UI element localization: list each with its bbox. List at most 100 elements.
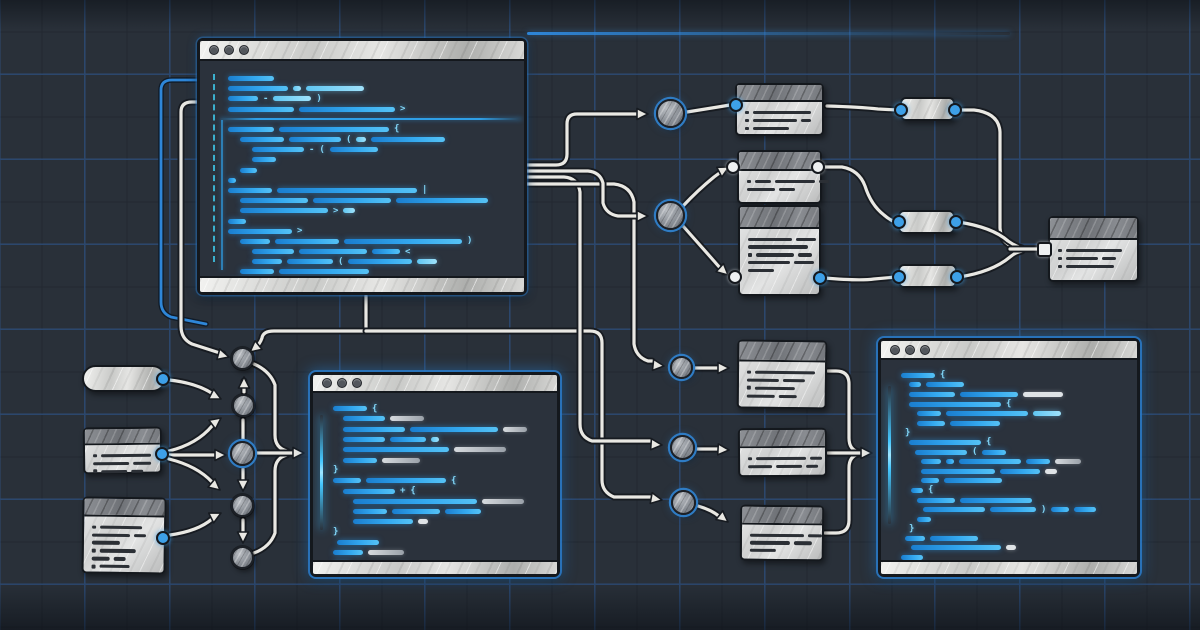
- code-bar: [240, 167, 257, 173]
- window-control-dot: [337, 378, 347, 388]
- code-glyph: ): [467, 236, 473, 247]
- code-bar: [228, 106, 294, 112]
- code-bar: [959, 459, 1021, 465]
- card-header: [740, 207, 819, 229]
- card-rows: [85, 445, 160, 476]
- circle-node-texture: [233, 349, 252, 368]
- card-text-dash: [752, 110, 811, 114]
- connection-port: [949, 215, 963, 229]
- separator-line: [220, 118, 522, 121]
- code-glyph: (: [319, 144, 325, 155]
- card-text-dash: [774, 179, 815, 183]
- connector-wire: [250, 451, 291, 557]
- code-block: {}{+{}: [313, 396, 557, 560]
- code-bar: [396, 198, 488, 204]
- card-row: [91, 541, 156, 545]
- code-line: [240, 196, 524, 206]
- circle-node-mid-node-3: [671, 490, 696, 515]
- code-line: |: [228, 185, 524, 195]
- code-line: +{: [343, 486, 557, 496]
- pill-node-pill-2: [898, 210, 955, 234]
- card-text-dash: [99, 549, 136, 553]
- code-glyph: -: [263, 93, 269, 104]
- circle-node-chain-node-1: [231, 347, 254, 370]
- card-row: [746, 378, 817, 383]
- connector-wire: [823, 452, 861, 535]
- card-text-dash: [749, 548, 776, 553]
- card-text-dash: [754, 386, 795, 390]
- circle-node-texture: [233, 496, 252, 515]
- code-bar: [287, 259, 333, 265]
- code-glyph: -: [309, 144, 315, 155]
- card-bullet: [747, 179, 751, 184]
- window-body: {}{+{}: [313, 396, 557, 560]
- card-text-dash: [778, 394, 797, 398]
- card-rows: [742, 525, 822, 555]
- code-bar: [418, 519, 428, 525]
- code-bar: [333, 478, 361, 484]
- card-rows: [740, 448, 825, 470]
- connector-wire: [681, 224, 726, 274]
- card-text-dash: [99, 564, 130, 569]
- code-bar: [228, 86, 288, 92]
- connection-port: [811, 160, 825, 174]
- code-bar: [313, 198, 391, 204]
- card-bullet: [1058, 256, 1062, 261]
- card-text-dash: [100, 469, 127, 474]
- code-glyph: {: [1006, 399, 1012, 410]
- code-bar: [228, 126, 274, 132]
- code-bar: [901, 555, 923, 560]
- code-line: >: [228, 104, 524, 114]
- code-bar: [329, 147, 378, 153]
- code-glyph: }: [905, 427, 911, 438]
- code-bar: [1055, 459, 1081, 465]
- arrowhead-icon: [214, 448, 227, 462]
- card-text-dash: [1065, 264, 1114, 269]
- circle-node-chain-node-5: [231, 546, 254, 569]
- circle-node-top-node-2: [656, 201, 685, 230]
- connection-port: [1036, 241, 1052, 257]
- code-bar: [1045, 468, 1057, 474]
- code-bar: [275, 238, 339, 244]
- code-bar: [944, 478, 1002, 484]
- card-row: [93, 469, 152, 474]
- card-text-dash: [782, 378, 805, 383]
- card-text-dash: [807, 533, 822, 538]
- code-line: [240, 267, 524, 276]
- code-glyph: >: [297, 226, 303, 237]
- code-bar: [252, 147, 304, 153]
- code-bar: [228, 228, 292, 234]
- code-line: [911, 543, 1137, 553]
- editor-window-main: -)>{(-(|>>)<(: [197, 38, 527, 295]
- code-line: {: [911, 485, 1137, 495]
- window-titlebar: [881, 341, 1137, 360]
- code-bar: [946, 411, 1028, 417]
- connection-port: [894, 103, 908, 117]
- code-bar: [911, 545, 1001, 551]
- window-statusbar: [881, 560, 1137, 574]
- card-text-dash: [800, 118, 811, 123]
- code-bar: [909, 391, 955, 397]
- code-line: -): [228, 94, 524, 104]
- connection-port: [156, 372, 170, 386]
- editor-window-output: {{}{({)}: [878, 338, 1140, 577]
- card-text-dash: [133, 533, 147, 538]
- code-bar: [228, 177, 236, 183]
- card-bullet: [93, 453, 97, 458]
- code-line: [333, 548, 557, 558]
- code-line: [917, 514, 1137, 524]
- code-line: (: [252, 257, 524, 267]
- code-glyph: |: [422, 185, 428, 196]
- code-bar: [348, 259, 413, 265]
- node-card-result: [1048, 216, 1139, 282]
- code-bar: [240, 208, 328, 214]
- card-row: [92, 525, 156, 530]
- code-line: >: [228, 226, 524, 236]
- code-line: [240, 165, 524, 175]
- code-bar: [228, 187, 272, 193]
- card-text-dash: [91, 556, 110, 561]
- connection-port: [729, 98, 743, 112]
- card-bullet: [747, 370, 751, 374]
- code-bar: [343, 426, 405, 432]
- code-glyph: {: [372, 403, 378, 414]
